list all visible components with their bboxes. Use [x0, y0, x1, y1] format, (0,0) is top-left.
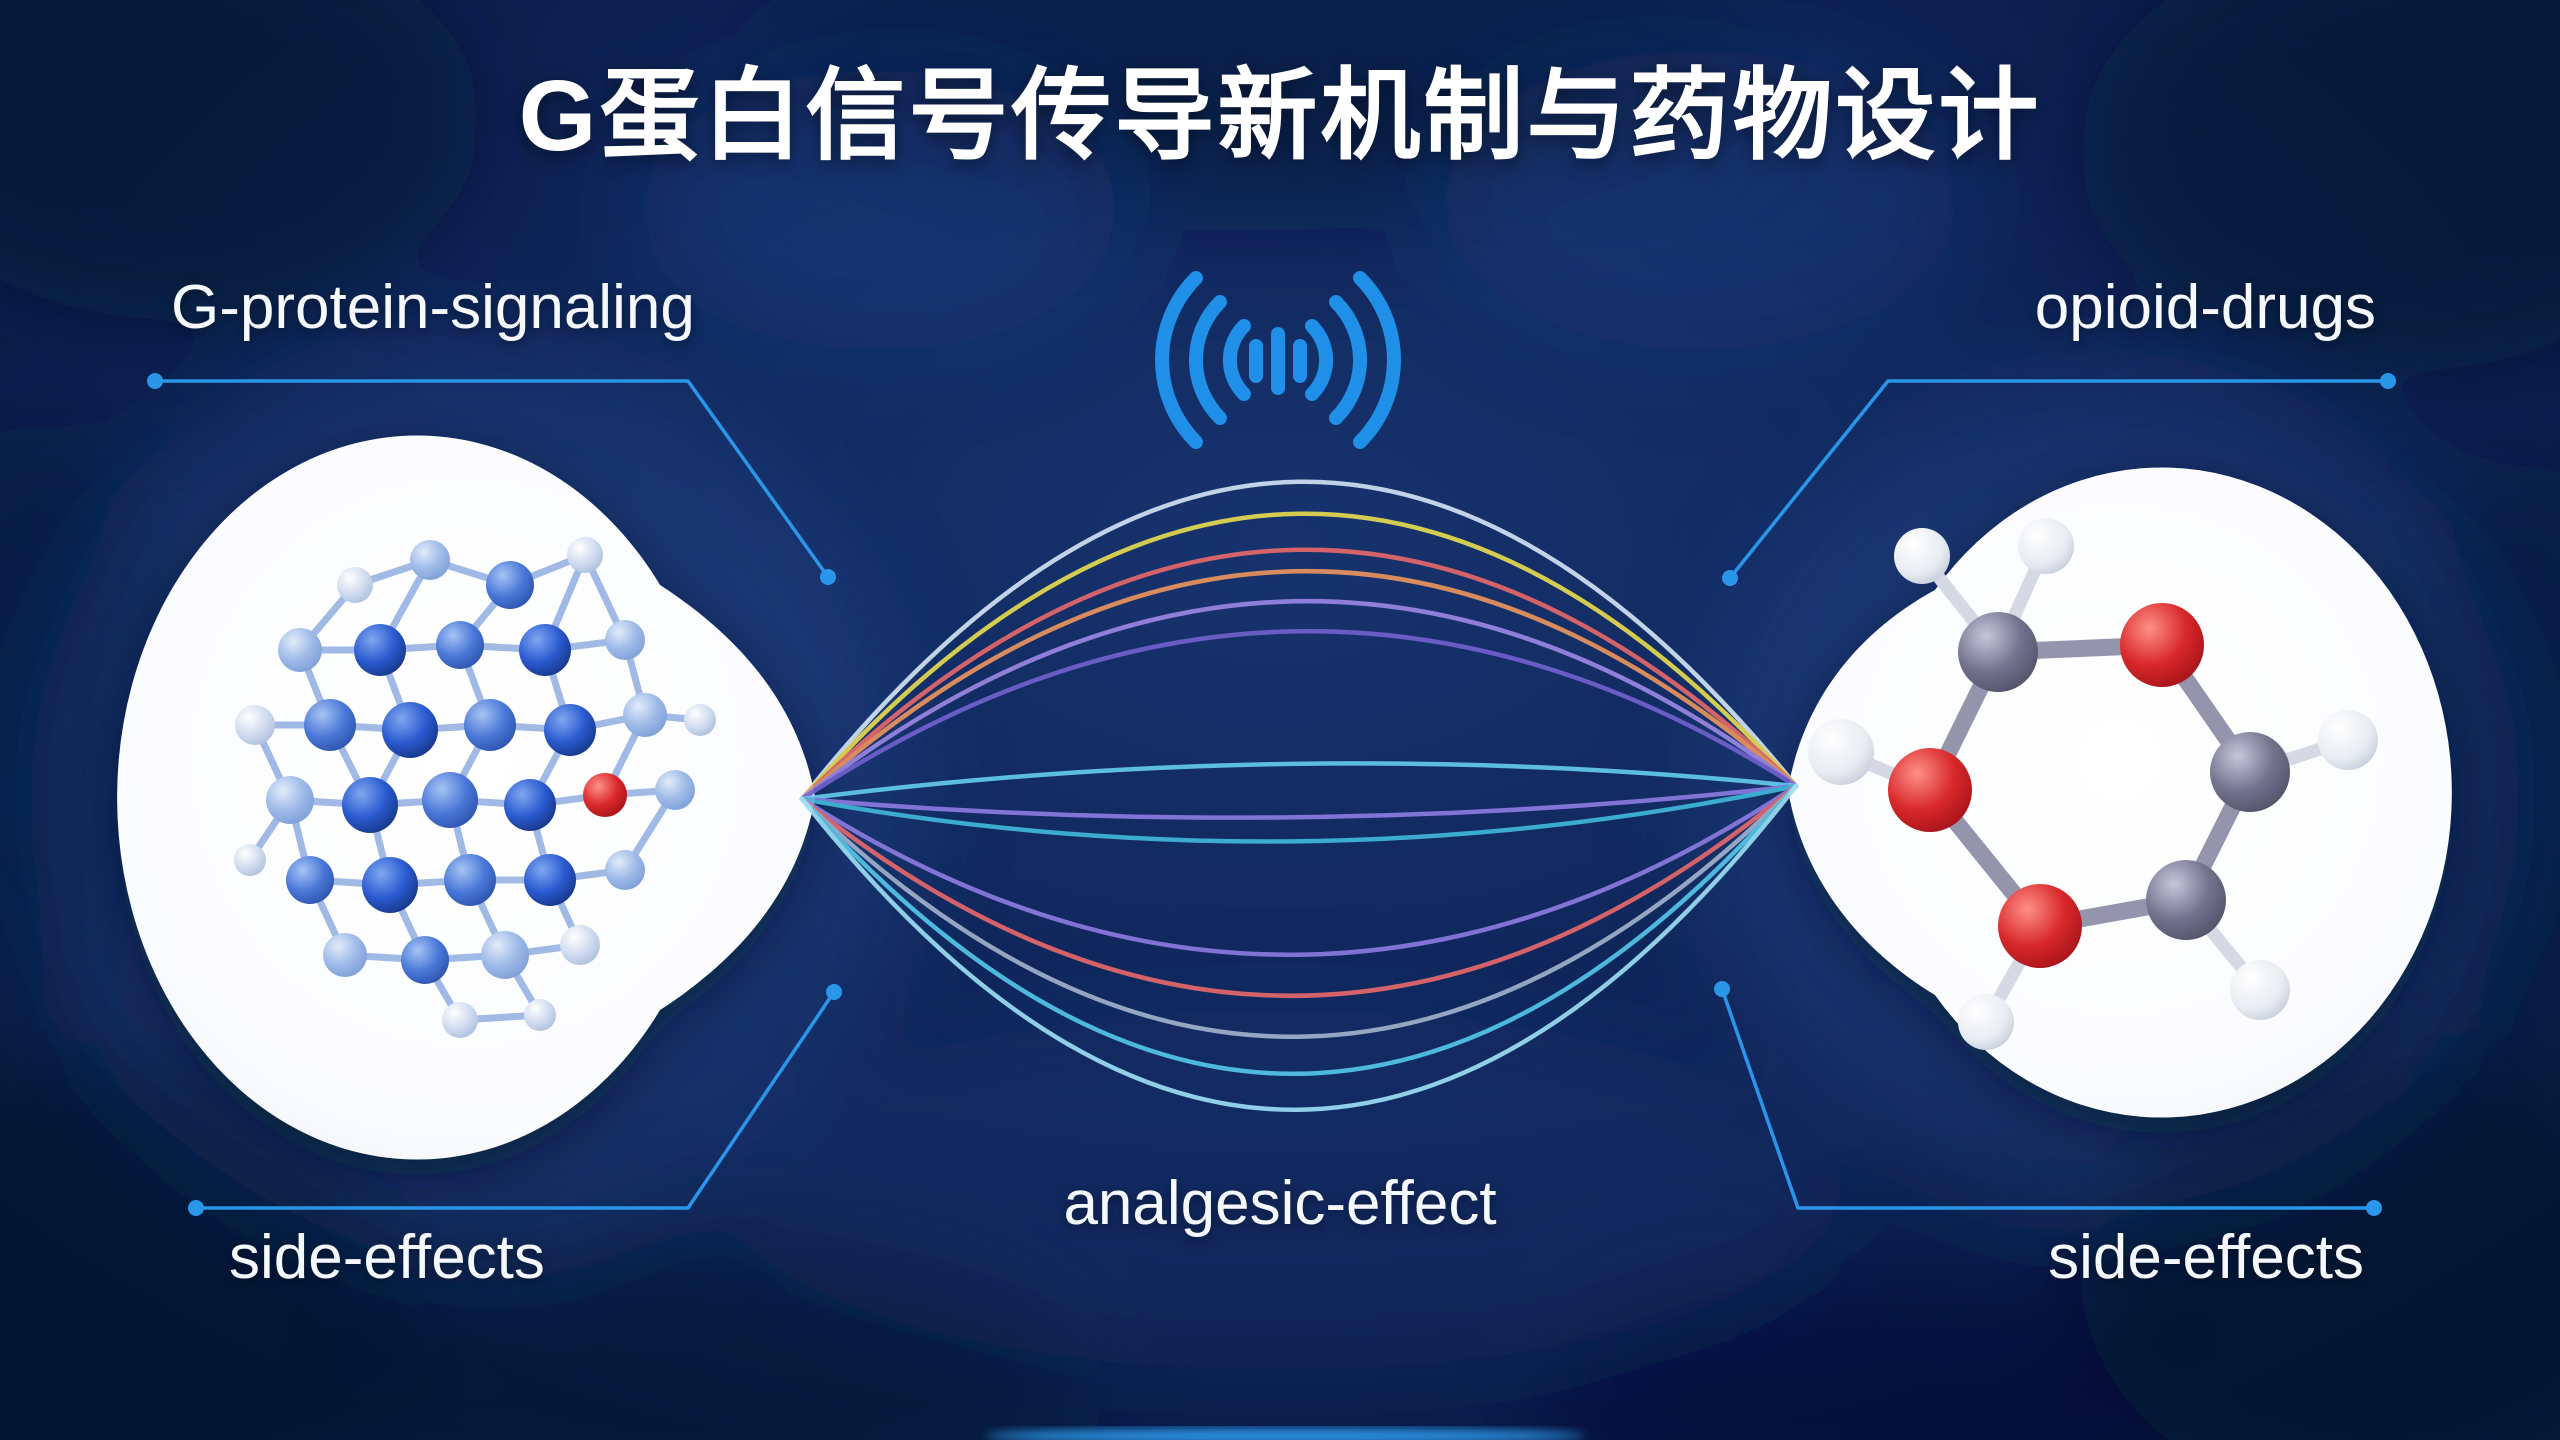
- label-opioid-drugs: opioid-drugs: [2034, 273, 2376, 342]
- callout-opioid: [1722, 373, 2396, 586]
- page-title: G蛋白信号传导新机制与药物设计: [518, 60, 2042, 172]
- right-blob: [1788, 467, 2452, 1118]
- label-g-protein-signaling: G-protein-signaling: [171, 273, 695, 342]
- g-protein-molecule: [234, 537, 716, 1038]
- flow-lines: [799, 479, 1799, 1112]
- opioid-molecule: [1808, 518, 2378, 1050]
- label-analgesic-effect: analgesic-effect: [1063, 1169, 1497, 1238]
- label-side-effects-left: side-effects: [229, 1223, 545, 1292]
- callout-lines: [147, 373, 2396, 1216]
- callout-g-protein: [147, 373, 836, 585]
- bottom-glow: [985, 1428, 1585, 1440]
- label-side-effects-right: side-effects: [2048, 1223, 2364, 1292]
- callout-side-effects-left: [188, 984, 842, 1216]
- callout-side-effects-right: [1714, 981, 2382, 1216]
- signal-waves-icon: [1155, 271, 1401, 449]
